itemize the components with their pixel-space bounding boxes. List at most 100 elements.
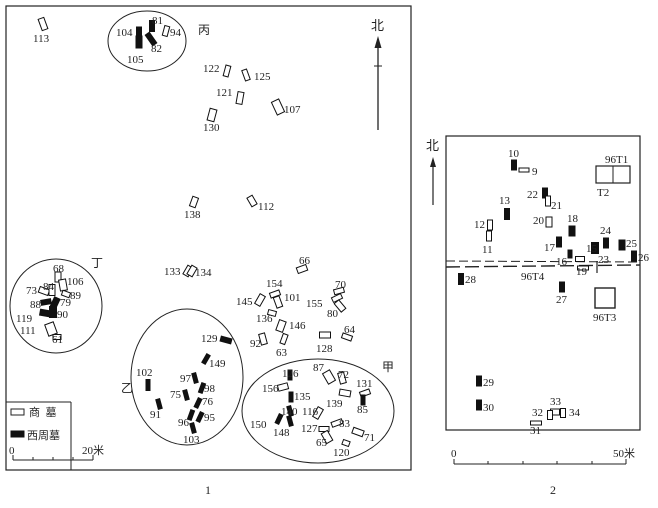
map2-tomb-label-33: 33 [550,396,562,408]
map1-tomb-label-91: 91 [150,409,161,421]
map1-tomb-label-81: 81 [152,15,163,27]
map1-tomb-122-shang [222,64,232,78]
map1-tomb-label-155: 155 [306,298,323,310]
map1-tomb-102-zhou [145,379,151,391]
map1-tomb-101-shang [272,295,284,309]
map1-tomb-75-zhou [182,389,190,401]
map2-scale-start: 0 [451,448,457,460]
map1-tomb-120-shang [341,438,351,448]
map1-tomb-label-111: 111 [20,325,36,337]
map1-tomb-70-shang [332,286,346,296]
map1-tomb-label-96: 96 [178,417,190,429]
map1-tomb-112-shang [246,194,258,208]
map2-tomb-25-zhou [618,239,626,251]
map2-tomb-30-zhou [476,399,482,411]
map1-tomb-76-zhou [193,396,203,410]
map1-north-arrow-icon [374,36,382,130]
map2-tomb-label-28: 28 [465,274,477,286]
map1-tomb-label-122: 122 [203,63,220,75]
map1-tomb-label-130: 130 [203,122,220,134]
map1-tomb-label-64: 64 [344,324,356,336]
map1-tomb-label-95: 95 [204,412,216,424]
map2-tomb-21-shang [545,195,551,207]
zone-yi-outline [130,308,244,446]
map1-tomb-label-79: 79 [60,297,72,309]
map2-tomb-label-16: 16 [556,256,568,268]
map2-tomb-12-shang [487,219,493,231]
map1-tomb-label-113: 113 [33,33,50,45]
map1-tomb-63-shang [279,332,289,346]
map1-tomb-98-zhou [197,381,207,395]
map1-tomb-label-72: 72 [338,369,349,381]
map1-tomb-label-154: 154 [266,278,283,290]
map1-tomb-label-148: 148 [273,427,290,439]
map1-tomb-81-zhou [149,20,155,32]
map2-tomb-label-11: 11 [482,244,493,256]
map1-tomb-label-75: 75 [170,389,182,401]
map2-tomb-11-shang [486,230,492,242]
map1-tomb-71-shang [351,426,365,438]
zone-bing-outline [107,10,187,72]
map2-scale-bar [453,459,627,465]
map1-tomb-label-156: 156 [262,383,279,395]
zone-jia-label: 甲 [382,360,394,374]
map1-tomb-103-zhou [189,422,197,434]
trench-t2-label: T2 [597,187,609,199]
map1-tomb-label-102: 102 [136,367,153,379]
zone-yi-label: 乙 [121,381,133,395]
map1-tomb-128-shang [319,331,331,339]
map1-tomb-92-shang [258,332,268,346]
map1-tomb-label-131: 131 [356,378,373,390]
map1-tomb-96-zhou [186,408,196,422]
map1-tomb-130-shang [206,107,218,123]
map1-tomb-89-shang [60,289,72,299]
map1-tomb-145-shang [253,293,267,307]
map1-tomb-64-shang [340,332,354,342]
map2-tomb-label-10: 10 [508,148,520,160]
map1-tomb-label-106: 106 [67,276,84,288]
map1-tomb-105-zhou [135,35,143,49]
map1-tomb-84-shang [48,284,56,296]
map2-tomb-label-19: 19 [576,266,588,278]
map2-boundary-line-lower [445,264,641,268]
map1-tomb-label-88: 88 [30,299,42,311]
map1-tomb-66-shang [295,263,309,275]
map1-tomb-label-66: 66 [299,255,311,267]
map1-tomb-121-shang [235,90,245,106]
map1-tomb-127-shang [318,426,330,432]
map1-tomb-82-zhou [144,31,158,47]
map1-tomb-138-shang [188,195,200,209]
map2-tomb-31-shang [530,420,542,426]
trench-96t1-label: 96T1 [605,154,628,166]
map1-tomb-94-shang [161,24,171,38]
map1-tomb-135-zhou [288,391,294,403]
map2-tomb-label-29: 29 [483,377,495,389]
map1-tomb-label-116: 116 [302,406,319,418]
map2-tomb-label-9: 9 [532,166,538,178]
map1-tomb-139-shang [338,388,352,398]
map2-tomb-9-shang [518,167,530,173]
map2-tomb-label-34: 34 [569,407,581,419]
map1-tomb-label-150: 150 [250,419,267,431]
map1-tomb-156-shang [276,382,290,392]
map1-legend: 商 墓 西周墓 [6,401,72,470]
map1-tomb-72-shang [337,371,347,385]
map1-tomb-150-zhou [274,412,284,426]
map1-tomb-label-112: 112 [258,201,274,213]
map1-tomb-label-145: 145 [236,296,253,308]
map2-tomb-13-zhou [504,208,510,220]
map1-tomb-label-97: 97 [180,373,192,385]
map1-tomb-label-104: 104 [116,27,133,39]
map1-tomb-label-87: 87 [313,362,325,374]
map1-tomb-129-zhou [219,335,233,345]
legend-zhou-swatch [10,430,25,438]
map1-tomb-107-shang [270,98,286,116]
map2-frame [445,135,641,431]
map1-tomb-label-101: 101 [284,292,301,304]
map1-tomb-label-125: 125 [254,71,271,83]
map2-tomb-16-zhou [567,249,573,259]
map1-tomb-126-zhou [287,369,293,381]
map1-tomb-125-shang [241,68,251,82]
map2: 北 96T1 T2 96T3 96T4 0 50米 10922211312112… [426,135,650,497]
